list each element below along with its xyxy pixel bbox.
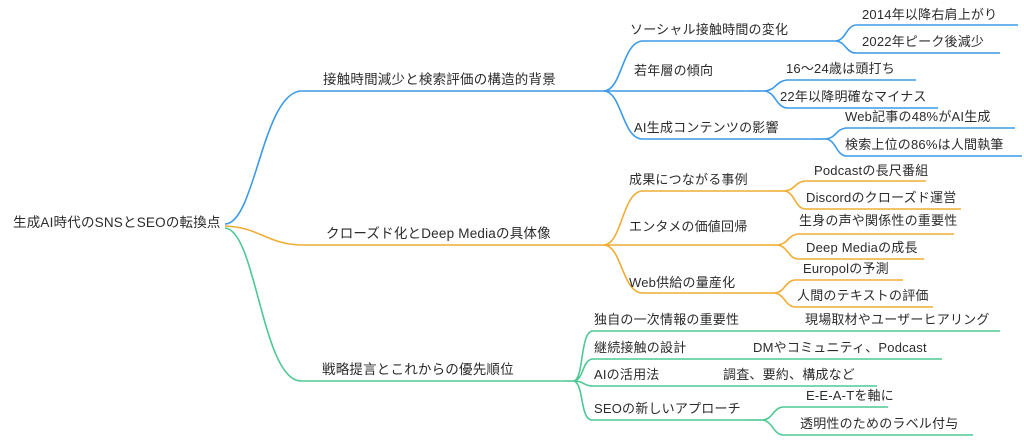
branch-3-child-1-label[interactable]: 独自の一次情報の重要性 <box>594 312 740 327</box>
branch-3-child-4-label[interactable]: SEOの新しいアプローチ <box>594 401 741 416</box>
branch-2-child-2-leaf-1-label[interactable]: 生身の声や関係性の重要性 <box>799 213 958 228</box>
edge-root-to-branch3 <box>224 227 565 382</box>
branch-2-child-1-leaf-2-label[interactable]: Discordのクローズド運営 <box>806 190 957 205</box>
edge-b3c4-to-l2 <box>762 419 973 436</box>
edge-c1-to-l1 <box>835 24 1018 42</box>
edge-branch3-to-c2 <box>573 358 942 382</box>
branch-1-child-3-label[interactable]: AI生成コンテンツの影響 <box>634 120 779 135</box>
branch-1-child-2-label[interactable]: 若年層の傾向 <box>634 63 714 78</box>
edge-c1-to-l2 <box>835 40 1000 54</box>
branch-3-label[interactable]: 戦略提言とこれからの優先順位 <box>322 362 514 377</box>
edge-b2c2-to-l2 <box>777 244 924 260</box>
branch-1-child-3-leaf-2-label[interactable]: 検索上位の86%は人間執筆 <box>845 137 1004 152</box>
root-node-label[interactable]: 生成AI時代のSNSとSEOの転換点 <box>13 215 221 230</box>
edge-branch3-to-c4 <box>573 380 747 421</box>
edge-root-to-branch2 <box>224 225 570 246</box>
edge-b2c1-to-l1 <box>784 180 926 192</box>
edge-c2-to-l1 <box>764 79 916 92</box>
branch-1-edges <box>224 24 1022 225</box>
branch-2-child-3-leaf-1-label[interactable]: Europolの予測 <box>803 261 889 276</box>
branch-1-child-3-leaf-1-label[interactable]: Web記事の48%がAI生成 <box>845 109 991 124</box>
branch-2-child-1-leaf-1-label[interactable]: Podcastの長尺番組 <box>814 163 929 178</box>
edge-branch2-to-c1 <box>603 190 770 246</box>
branch-3-child-4-leaf-1-label[interactable]: E-E-A-Tを軸に <box>806 388 894 403</box>
branch-2-child-3-label[interactable]: Web供給の量産化 <box>629 275 736 290</box>
branch-2-edges <box>224 180 961 308</box>
branch-3-child-2-label[interactable]: 継続接触の設計 <box>594 340 687 355</box>
edge-c2-to-l2 <box>764 90 938 109</box>
edge-branch1-to-c3 <box>603 90 812 140</box>
edge-branch3-to-c3 <box>573 380 877 387</box>
branch-2-child-2-label[interactable]: エンタメの価値回帰 <box>629 219 748 234</box>
branch-1-child-2-leaf-2-label[interactable]: 22年以降明確なマイナス <box>780 89 927 104</box>
edge-b2c2-to-l1 <box>777 233 954 246</box>
branch-2-label[interactable]: クローズド化とDeep Mediaの具体像 <box>326 226 551 241</box>
edge-c3-to-l2 <box>825 138 1022 157</box>
branch-1-child-1-leaf-2-label[interactable]: 2022年ピーク後減少 <box>862 34 985 49</box>
edge-b2c1-to-l2 <box>784 190 961 210</box>
branch-3-child-2-leaf-1-label[interactable]: DMやコミュニティ、Podcast <box>753 340 927 355</box>
branch-3-child-1-leaf-1-label[interactable]: 現場取材やユーザーヒアリング <box>805 312 990 327</box>
branch-1-child-1-label[interactable]: ソーシャル接触時間の変化 <box>630 22 789 37</box>
branch-2-child-2-leaf-2-label[interactable]: Deep Mediaの成長 <box>806 240 918 255</box>
branch-1-child-2-leaf-1-label[interactable]: 16〜24歳は頭打ち <box>786 61 895 76</box>
edge-b2c3-to-l1 <box>774 279 903 294</box>
branch-2-child-1-label[interactable]: 成果につながる事例 <box>629 172 748 187</box>
branch-3-child-3-leaf-1-label[interactable]: 調査、要約、構成など <box>723 367 856 382</box>
edge-c3-to-l1 <box>825 127 1015 140</box>
branch-3-edges <box>224 227 1000 436</box>
branch-2-child-3-leaf-2-label[interactable]: 人間のテキストの評価 <box>797 288 929 303</box>
branch-1-label[interactable]: 接触時間減少と検索評価の構造的背景 <box>323 72 556 87</box>
edge-b2c3-to-l2 <box>774 292 933 308</box>
edge-root-to-branch1 <box>224 90 571 225</box>
edge-branch3-to-c1 <box>573 330 1000 382</box>
branch-3-child-4-leaf-2-label[interactable]: 透明性のためのラベル付与 <box>800 416 959 431</box>
edge-b3c4-to-l1 <box>762 406 888 421</box>
edge-branch1-to-c1 <box>603 40 815 92</box>
branch-3-child-3-label[interactable]: AIの活用法 <box>594 367 660 382</box>
edge-branch2-to-c3 <box>603 244 759 294</box>
branch-1-child-1-leaf-1-label[interactable]: 2014年以降右肩上がり <box>862 7 998 22</box>
